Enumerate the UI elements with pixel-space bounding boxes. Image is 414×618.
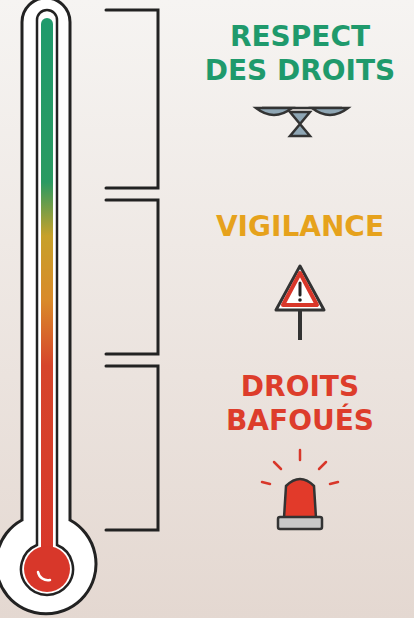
thermometer-bulb	[24, 546, 70, 592]
bracket-lines	[106, 10, 158, 530]
level-label: RESPECT DES DROITS	[200, 20, 400, 88]
level-label: DROITS BAFOUÉS	[200, 370, 400, 438]
level-label: VIGILANCE	[190, 210, 410, 244]
thermometer-outline	[0, 0, 96, 614]
warning-sign	[276, 266, 324, 340]
balance-icon	[256, 108, 348, 136]
thermometer-tube	[21, 10, 73, 595]
siren-icon	[262, 450, 338, 529]
thermometer-liquid	[41, 18, 53, 558]
bulb-highlight	[38, 572, 50, 580]
